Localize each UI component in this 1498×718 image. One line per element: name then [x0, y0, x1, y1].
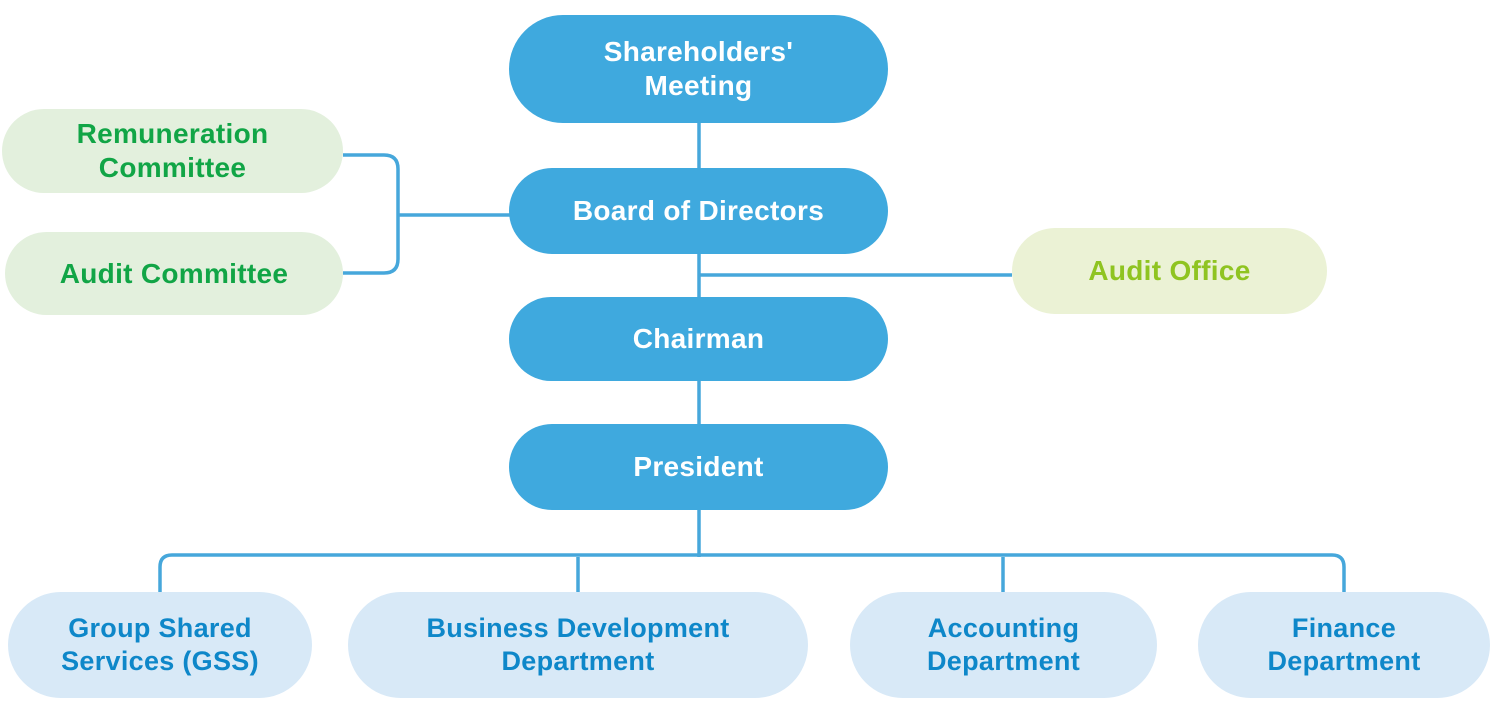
- node-label-line: Shareholders': [603, 36, 794, 67]
- node-group-shared-services: Group Shared Services (GSS): [8, 592, 312, 698]
- node-finance-department: Finance Department: [1198, 592, 1490, 698]
- node-label-line: Group Shared: [68, 613, 252, 643]
- node-business-development-department: Business Development Department: [348, 592, 808, 698]
- node-label-line: President: [633, 451, 764, 482]
- node-label-line: Committee: [98, 152, 247, 183]
- node-label-line: Department: [1267, 646, 1421, 676]
- node-audit-office: Audit Office: [1012, 228, 1327, 314]
- node-label-line: Audit Committee: [59, 257, 289, 289]
- node-accounting-department: Accounting Department: [850, 592, 1157, 698]
- node-label-line: Chairman: [632, 323, 765, 354]
- node-label-line: Remuneration: [76, 118, 269, 149]
- node-label-line: Accounting: [927, 613, 1080, 643]
- edge-bottom-rail: [158, 553, 1346, 592]
- node-label-line: Board of Directors: [572, 195, 825, 226]
- node-label-line: Meeting: [644, 70, 753, 101]
- node-label-line: Department: [501, 646, 655, 676]
- node-chairman: Chairman: [509, 297, 888, 381]
- node-label-line: Business Development: [426, 613, 730, 643]
- node-remuneration-committee: Remuneration Committee: [2, 109, 343, 193]
- node-label-line: Services (GSS): [61, 646, 259, 676]
- node-label-line: Finance: [1291, 613, 1397, 643]
- node-president: President: [509, 424, 888, 510]
- node-audit-committee: Audit Committee: [5, 232, 343, 315]
- edge-committees-bracket: [343, 153, 400, 275]
- node-board-of-directors: Board of Directors: [509, 168, 888, 254]
- node-shareholders-meeting: Shareholders' Meeting: [509, 15, 888, 123]
- node-label-line: Audit Office: [1088, 255, 1251, 286]
- node-label-line: Department: [926, 646, 1081, 676]
